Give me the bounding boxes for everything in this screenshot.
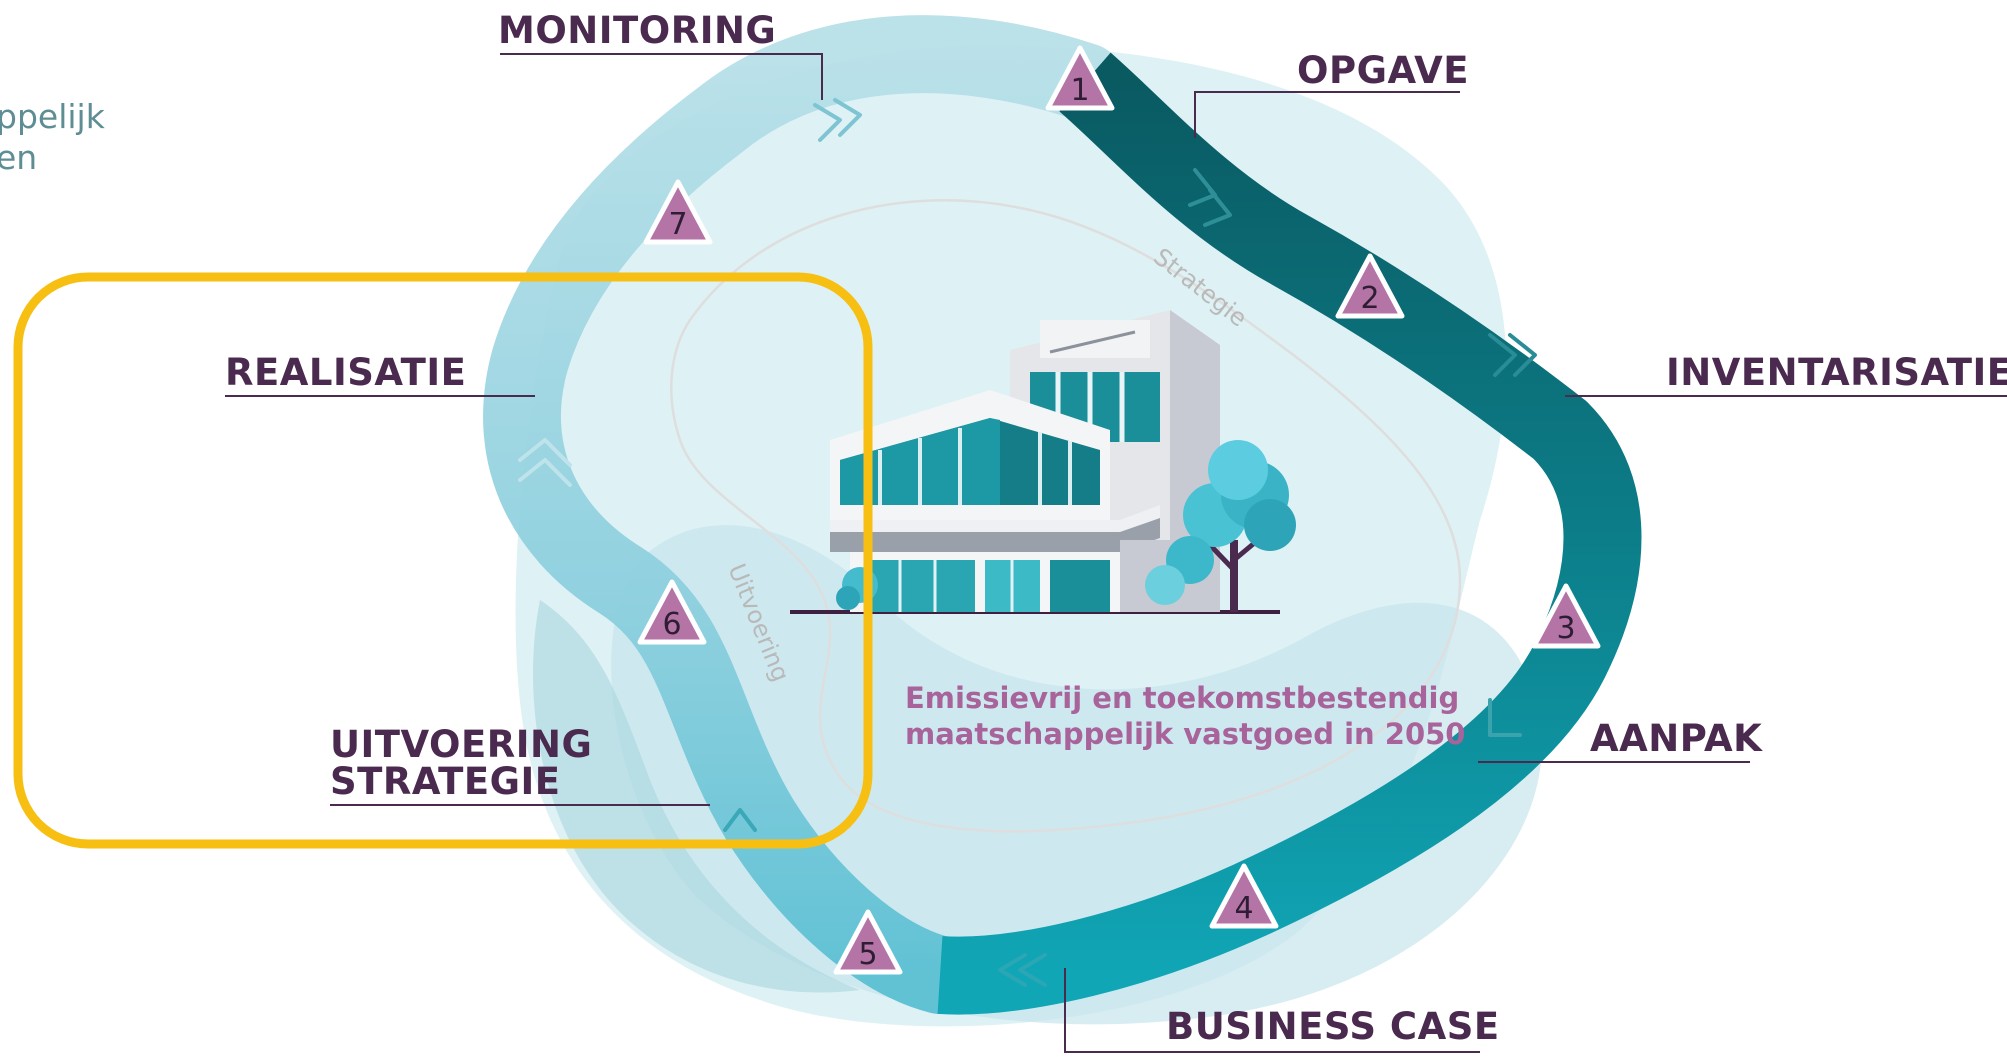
step-badge-4: 4 [1209, 863, 1279, 929]
svg-text:2: 2 [1360, 281, 1379, 316]
label-aanpak: AANPAK [1590, 717, 1763, 760]
cut-off-text-line2: en [0, 138, 38, 178]
label-monitoring: MONITORING [498, 9, 777, 52]
svg-text:3: 3 [1556, 611, 1575, 646]
label-uitvoering-line2: STRATEGIE [330, 760, 561, 803]
step-badge-3: 3 [1531, 583, 1601, 649]
svg-text:5: 5 [858, 937, 877, 972]
label-realisatie: REALISATIE [225, 351, 467, 394]
cut-off-text-line1: ppelijk [0, 97, 105, 136]
svg-text:4: 4 [1234, 891, 1253, 926]
svg-text:6: 6 [662, 607, 681, 642]
chevron-arrow-icons [518, 98, 1537, 987]
chevron-arrow-icon [833, 98, 862, 137]
step-badges: 1 2 3 4 5 6 7 [637, 45, 1601, 975]
goal-statement-line2: maatschappelijk vastgoed in 2050 [905, 717, 1466, 752]
leader-business-case [1064, 968, 1480, 1053]
cut-off-text: ppelijk en [0, 96, 105, 179]
label-uitvoering-strategie: UITVOERING STRATEGIE [330, 726, 592, 800]
label-opgave: OPGAVE [1297, 49, 1469, 92]
label-uitvoering-line1: UITVOERING [330, 723, 593, 766]
chevron-arrow-icon [813, 103, 842, 142]
chevron-arrow-icon [1488, 698, 1522, 737]
leader-lines [225, 53, 2007, 1053]
goal-statement: Emissievrij en toekomstbestendig maatsch… [905, 680, 1465, 753]
step-badge-1: 1 [1045, 45, 1115, 111]
step-badge-5: 5 [833, 909, 903, 975]
step-badge-7: 7 [643, 179, 713, 245]
step-badge-6: 6 [637, 579, 707, 645]
chevron-arrow-icon [1508, 333, 1537, 377]
svg-text:1: 1 [1070, 73, 1089, 108]
chevron-arrow-icon [1018, 953, 1047, 987]
chevron-arrow-icon [518, 438, 572, 467]
inner-strategy-outline [670, 199, 1462, 833]
leader-monitoring [500, 53, 823, 100]
label-business-case: BUSINESS CASE [1166, 1005, 1500, 1048]
cycle-band-dark [937, 52, 1642, 1015]
leader-opgave [1194, 91, 1460, 138]
step-badge-2: 2 [1335, 253, 1405, 319]
chevron-arrow-icon [1488, 333, 1517, 377]
highlight-box [13, 272, 873, 849]
building-illustration [790, 310, 1280, 614]
tree-illustration [836, 440, 1296, 612]
goal-statement-line1: Emissievrij en toekomstbestendig [905, 681, 1460, 715]
chevron-arrow-icon [723, 808, 757, 832]
chevron-arrow-icon [518, 458, 572, 487]
label-inventarisatie: INVENTARISATIE [1666, 351, 2007, 394]
chevron-arrow-icon [1203, 188, 1232, 227]
svg-text:7: 7 [668, 207, 687, 242]
cycle-band-light [483, 15, 1124, 1014]
chevron-arrow-icon [998, 953, 1027, 987]
